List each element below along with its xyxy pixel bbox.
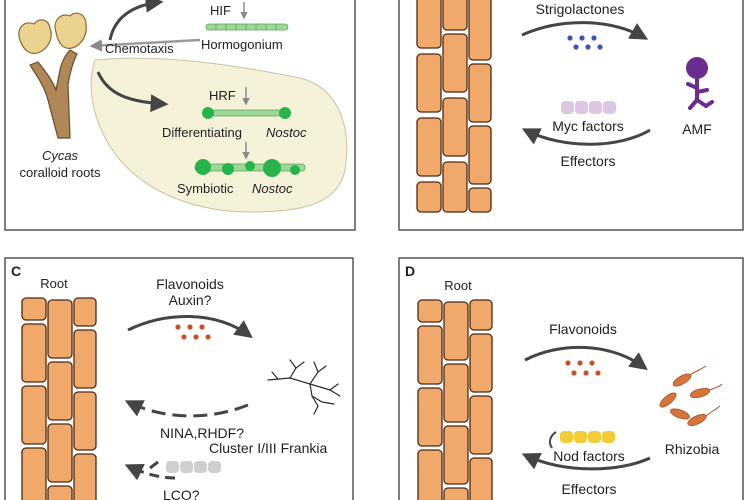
root-cells-b	[416, 0, 492, 213]
panel-d-border	[398, 257, 744, 500]
effectors-label-b: Effectors	[561, 153, 616, 169]
panel-d: D Root Flavonoids	[398, 257, 744, 500]
root-label-c: Root	[40, 276, 68, 291]
flavonoid-molecules-c	[175, 324, 211, 340]
panel-c: C Root Flavonoids Auxin?	[4, 257, 354, 500]
panel-a-border	[4, 0, 356, 231]
panel-b: Strigolactones AMF Myc factors Effectors	[398, 0, 744, 231]
hrf-label: HRF	[209, 88, 236, 103]
root-label-d: Root	[444, 278, 472, 293]
coralloid-roots-label: coralloid roots	[20, 165, 101, 180]
symbiotic-label: Symbiotic	[177, 181, 234, 196]
signal-arrow-top	[108, 0, 164, 41]
lco-dashed-arrow	[128, 462, 176, 478]
auxin-label: Auxin?	[169, 292, 212, 308]
amf-spore-icon	[686, 57, 714, 110]
lco-molecules	[166, 461, 221, 473]
rhizobia-label: Rhizobia	[665, 441, 720, 457]
frankia-hyphae-icon	[267, 359, 341, 415]
symbiotic-nostoc-filament	[194, 159, 306, 177]
panel-c-border	[4, 257, 354, 500]
strigolactone-arrow	[521, 21, 649, 40]
chemotaxis-label: Chemotaxis	[105, 41, 174, 56]
nostoc-label-2: Nostoc	[252, 181, 293, 196]
root-cells-c	[21, 297, 97, 500]
nod-factor-arrow	[521, 453, 651, 471]
panel-a: Cycas coralloid roots HIF Chemotaxis Hor…	[4, 0, 356, 231]
flavonoid-arrow-d	[524, 345, 648, 371]
amf-label: AMF	[682, 121, 712, 137]
nostoc-label-1: Nostoc	[266, 125, 307, 140]
strigolactones-label: Strigolactones	[536, 1, 625, 17]
myc-factors-label: Myc factors	[552, 118, 624, 134]
differentiating-label: Differentiating	[162, 125, 242, 140]
nina-dashed-arrow	[124, 400, 249, 418]
panel-d-letter: D	[405, 263, 415, 279]
cycas-label: Cycas	[42, 148, 79, 163]
flavonoid-molecules-d	[565, 360, 601, 376]
hif-label: HIF	[210, 3, 231, 18]
hormogonium-label: Hormogonium	[201, 37, 283, 52]
strigolactone-molecules	[567, 35, 603, 50]
flavonoids-label-d: Flavonoids	[549, 321, 617, 337]
differentiating-nostoc-filament	[202, 107, 291, 119]
panel-c-letter: C	[11, 263, 21, 279]
nod-factor-hook	[548, 431, 557, 449]
flavonoid-arrow-c	[127, 315, 253, 339]
root-cells-d	[417, 299, 493, 500]
nod-factors-label: Nod factors	[553, 448, 625, 464]
flavonoids-label-c: Flavonoids	[156, 276, 224, 292]
hormogonium-filament	[205, 23, 289, 31]
frankia-label: Cluster I/III Frankia	[209, 440, 327, 456]
effectors-label-d: Effectors	[562, 481, 617, 497]
myc-factor-molecules	[561, 101, 616, 114]
nina-label: NINA,RHDF?	[160, 425, 244, 441]
panel-b-border	[398, 0, 744, 231]
rhizobia-bacteria-icon	[659, 365, 723, 426]
chemotaxis-arrow	[89, 38, 201, 52]
myc-factor-arrow	[521, 128, 651, 146]
signal-arrow-lower	[96, 71, 169, 113]
lco-label: LCO?	[163, 487, 200, 500]
nod-factor-molecules	[560, 431, 615, 443]
cycas-coralloid-root-icon	[18, 12, 87, 139]
